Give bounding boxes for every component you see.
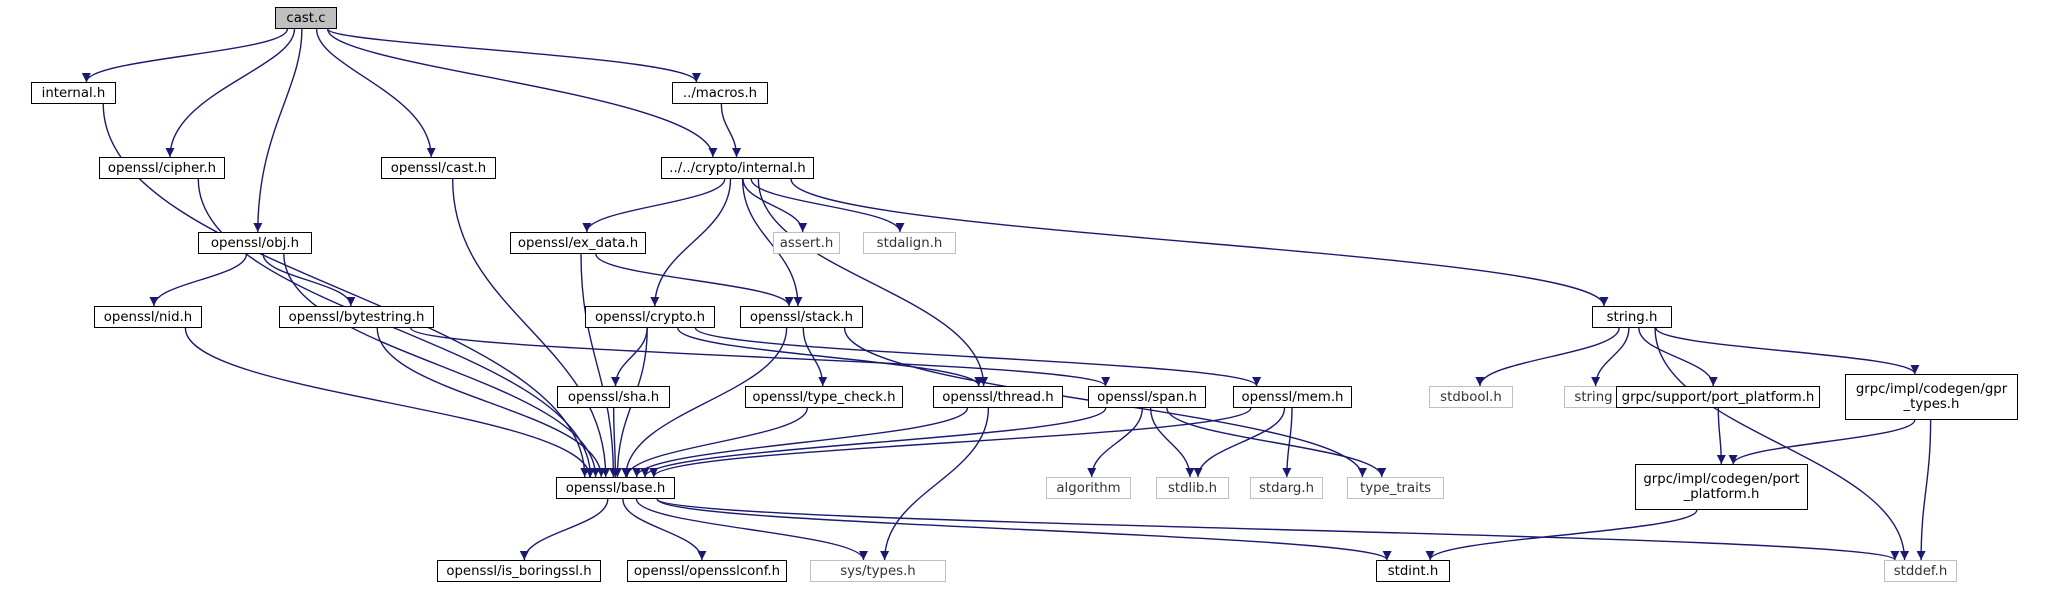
- edge-string-h-to-stdbool-h: [1475, 327, 1620, 387]
- edge-crypto-h-to-thread-h: [677, 327, 984, 387]
- edge-macros-h-to-crypto-internal-h: [720, 103, 742, 158]
- node-type-check-h[interactable]: openssl/type_check.h: [745, 386, 903, 408]
- node-span-h[interactable]: openssl/span.h: [1088, 386, 1206, 408]
- node-assert-h: assert.h: [773, 232, 840, 254]
- node-bytestring-h[interactable]: openssl/bytestring.h: [279, 306, 434, 328]
- node-string: string: [1564, 386, 1623, 408]
- edge-type-check-h-to-base-h: [622, 407, 809, 478]
- edge-cast-c-to-internal-h: [81, 28, 289, 83]
- node-stdlib-h: stdlib.h: [1156, 477, 1229, 499]
- node-type-traits: type_traits: [1347, 477, 1444, 499]
- node-is-boringssl-h[interactable]: openssl/is_boringssl.h: [437, 560, 601, 582]
- edge-stack-h-to-type-check-h: [802, 327, 828, 387]
- node-sys-types-h: sys/types.h: [810, 560, 946, 582]
- node-obj-h[interactable]: openssl/obj.h: [198, 232, 312, 254]
- node-opensslconf-h[interactable]: openssl/opensslconf.h: [627, 560, 787, 582]
- node-ex-data-h[interactable]: openssl/ex_data.h: [510, 232, 646, 254]
- edge-crypto-internal-h-to-crypto-h: [650, 178, 732, 307]
- edge-span-h-to-base-h: [640, 407, 1107, 478]
- node-thread-h[interactable]: openssl/thread.h: [933, 386, 1063, 408]
- node-crypto-internal-h[interactable]: ../../crypto/internal.h: [661, 157, 814, 179]
- edge-crypto-internal-h-to-stack-h: [741, 178, 803, 307]
- node-sha-h[interactable]: openssl/sha.h: [557, 386, 670, 408]
- edge-crypto-internal-h-to-stdalign-h: [750, 178, 905, 233]
- edge-base-h-to-stdint-h: [656, 498, 1392, 561]
- node-gpr-types-h[interactable]: grpc/impl/codegen/gpr _types.h: [1845, 374, 2018, 420]
- edge-thread-h-to-base-h: [632, 407, 969, 478]
- edge-obj-h-to-bytestring-h: [262, 253, 356, 307]
- node-cast-c[interactable]: cast.c: [275, 7, 337, 29]
- edge-base-h-to-sys-types-h: [635, 498, 868, 561]
- edge-string-h-to-gpr-types-h: [1655, 327, 1920, 375]
- node-macros-h[interactable]: ../macros.h: [672, 82, 768, 104]
- edge-codegen-port-platform-h-to-stdint-h: [1425, 509, 1698, 561]
- edge-base-h-to-opensslconf-h: [622, 498, 707, 561]
- edge-span-h-to-type-traits: [1166, 407, 1387, 478]
- node-crypto-h[interactable]: openssl/crypto.h: [585, 306, 715, 328]
- edge-sha-h-to-base-h: [610, 407, 620, 478]
- node-nid-h[interactable]: openssl/nid.h: [94, 306, 202, 328]
- edge-obj-h-to-nid-h: [149, 253, 248, 307]
- edge-crypto-h-to-sha-h: [611, 327, 648, 387]
- edge-base-h-to-stddef-h: [656, 498, 1900, 561]
- edge-ossl-cast-h-to-base-h: [451, 178, 611, 478]
- edge-ex-data-h-to-stack-h: [595, 253, 794, 307]
- edge-cipher-h-to-base-h: [197, 178, 595, 478]
- node-internal-h[interactable]: internal.h: [31, 82, 116, 104]
- edge-cast-c-to-macros-h: [327, 28, 701, 83]
- edge-string-h-to-port-platform-h: [1638, 327, 1718, 387]
- node-ossl-cast-h[interactable]: openssl/cast.h: [381, 157, 496, 179]
- edge-crypto-internal-h-to-ex-data-h: [582, 178, 726, 233]
- node-algorithm: algorithm: [1046, 477, 1131, 499]
- node-mem-h[interactable]: openssl/mem.h: [1233, 386, 1352, 408]
- node-stdalign-h: stdalign.h: [863, 232, 956, 254]
- node-stdbool-h: stdbool.h: [1429, 386, 1513, 408]
- edge-stack-h-to-base-h: [621, 327, 788, 478]
- edge-nid-h-to-base-h: [184, 327, 595, 478]
- edge-string-h-to-string: [1591, 327, 1630, 387]
- edge-crypto-internal-h-to-assert-h: [742, 178, 808, 233]
- node-stdint-h[interactable]: stdint.h: [1376, 560, 1450, 582]
- edge-bytestring-h-to-span-h: [410, 327, 1110, 387]
- edge-cast-c-to-crypto-internal-h: [327, 28, 718, 158]
- node-stddef-h: stddef.h: [1884, 560, 1957, 582]
- edge-string-h-to-stddef-h: [1654, 327, 1910, 561]
- edge-port-platform-h-to-codegen-port-platform-h: [1716, 407, 1726, 465]
- edge-ex-data-h-to-base-h: [580, 253, 618, 478]
- edge-crypto-internal-h-to-string-h: [790, 178, 1609, 307]
- node-stdarg-h: stdarg.h: [1250, 477, 1323, 499]
- edge-gpr-types-h-to-stddef-h: [1916, 419, 1932, 561]
- edge-thread-h-to-sys-types-h: [880, 407, 990, 561]
- edge-cast-c-to-obj-h: [253, 28, 303, 233]
- edge-cast-c-to-cipher-h: [165, 28, 296, 158]
- edge-span-h-to-stdlib-h: [1149, 407, 1195, 478]
- edge-base-h-to-is-boringssl-h: [519, 498, 609, 561]
- edge-obj-h-to-base-h: [283, 253, 601, 478]
- node-cipher-h[interactable]: openssl/cipher.h: [99, 157, 225, 179]
- node-string-h[interactable]: string.h: [1592, 306, 1672, 328]
- edge-crypto-internal-h-to-thread-h: [757, 178, 989, 387]
- node-stack-h[interactable]: openssl/stack.h: [740, 306, 863, 328]
- node-codegen-port-platform-h[interactable]: grpc/impl/codegen/port _platform.h: [1635, 464, 1808, 510]
- edge-mem-h-to-stdarg-h: [1282, 407, 1293, 478]
- edge-span-h-to-algorithm: [1087, 407, 1144, 478]
- edge-cast-c-to-ossl-cast-h: [315, 28, 436, 158]
- edge-crypto-h-to-mem-h: [694, 327, 1261, 387]
- node-port-platform-h[interactable]: grpc/support/port_platform.h: [1616, 386, 1820, 408]
- node-base-h[interactable]: openssl/base.h: [556, 477, 675, 499]
- edge-gpr-types-h-to-codegen-port-platform-h: [1728, 419, 1916, 465]
- edge-mem-h-to-base-h: [649, 407, 1252, 478]
- edge-bytestring-h-to-base-h: [376, 327, 606, 478]
- edge-mem-h-to-stdlib-h: [1193, 407, 1286, 478]
